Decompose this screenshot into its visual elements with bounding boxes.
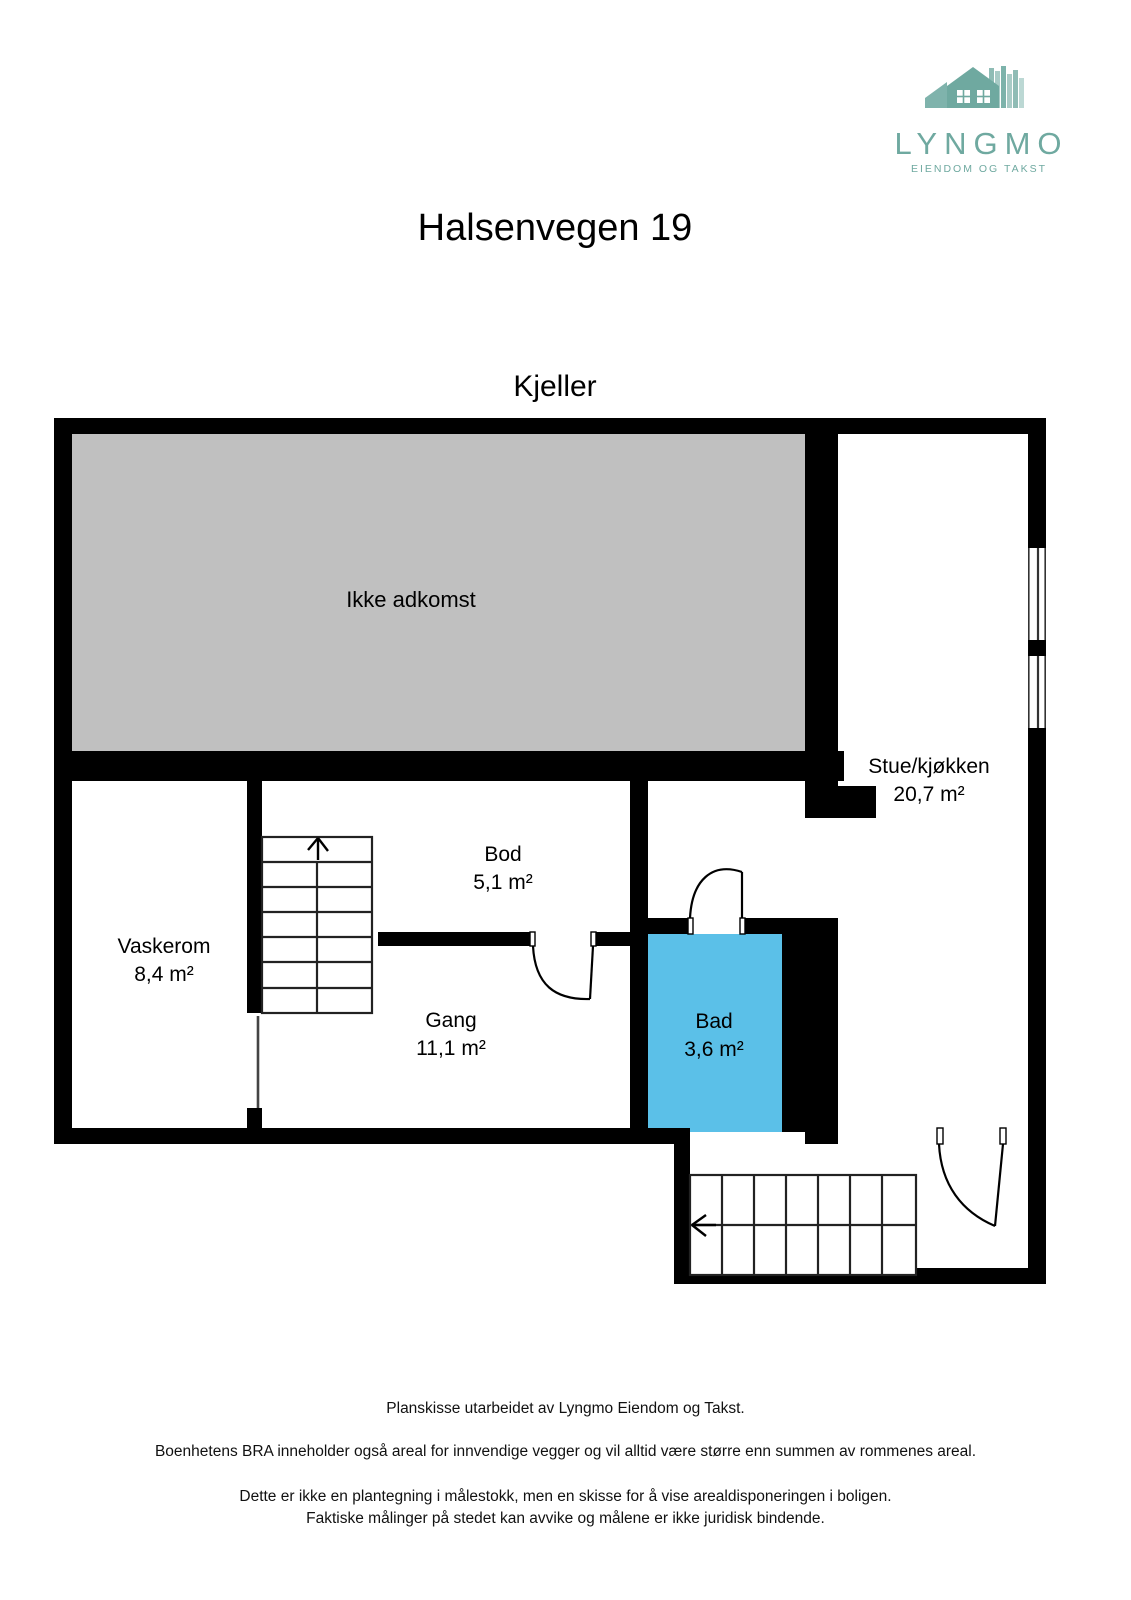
- wall-interior-horizontal-main: [54, 751, 844, 781]
- logo-tagline: EIENDOM OG TAKST: [910, 163, 1048, 175]
- wall-exterior-top: [54, 418, 1028, 434]
- wall-exterior-right-upper: [1028, 418, 1046, 548]
- arrow-up-icon: [307, 837, 329, 860]
- wall-vaskerom-gang-lower: [247, 1108, 262, 1130]
- door-entrance: [936, 1127, 1007, 1228]
- wall-exterior-right-lower: [1028, 728, 1046, 1283]
- room-vaskerom-fill: [72, 780, 257, 1132]
- footer-line-1: Planskisse utarbeidet av Lyngmo Eiendom …: [386, 1400, 745, 1417]
- wall-bod-bottom-right: [596, 932, 630, 946]
- door-bod: [529, 931, 597, 1001]
- arrow-left-icon: [691, 1214, 716, 1237]
- wall-gang-bad-upper: [630, 781, 648, 932]
- wall-stue-lower-left: [805, 918, 838, 1144]
- footer-line-3a: Dette er ikke en plantegning i målestokk…: [239, 1488, 892, 1505]
- wall-bad-right: [782, 934, 805, 1132]
- room-area-gang: 11,1 m²: [416, 1037, 486, 1060]
- company-logo: LYNGMO EIENDOM OG TAKST: [868, 62, 1088, 192]
- footer-disclaimer: Planskisse utarbeidet av Lyngmo Eiendom …: [0, 1398, 1131, 1530]
- room-area-vaskerom: 8,4 m²: [134, 963, 194, 986]
- wall-bod-bottom: [378, 932, 530, 946]
- stair-up: [260, 835, 374, 1015]
- room-area-bod: 5,1 m²: [473, 871, 533, 894]
- room-label-ikke-adkomst: Ikke adkomst: [346, 587, 476, 612]
- wall-bad-top-left: [630, 918, 688, 934]
- window-stue-upper: [1028, 548, 1046, 640]
- room-area-bad: 3,6 m²: [684, 1038, 744, 1061]
- wall-exterior-bottom-left: [54, 1128, 674, 1144]
- window-stue-lower: [1028, 656, 1046, 728]
- room-area-stue-kjokken: 20,7 m²: [893, 783, 964, 806]
- room-stue-kjokken-fill: [838, 430, 1028, 1139]
- room-label-gang: Gang: [425, 1009, 476, 1032]
- footer-line-3b: Faktiske målinger på stedet kan avvike o…: [306, 1510, 825, 1527]
- room-label-bod: Bod: [484, 843, 521, 866]
- house-icon: [925, 66, 1024, 108]
- wall-vaskerom-gang-upper: [247, 781, 262, 1013]
- room-label-vaskerom: Vaskerom: [118, 935, 211, 958]
- logo-wordmark: LYNGMO: [894, 126, 1069, 161]
- floor-title: Kjeller: [513, 370, 597, 403]
- room-bad-fill: [648, 934, 782, 1132]
- wall-interior-jog: [805, 786, 876, 818]
- room-label-stue-kjokken: Stue/kjøkken: [868, 755, 989, 778]
- room-ikke-adkomst-fill: [72, 430, 805, 751]
- wall-exterior-right-mid: [1028, 640, 1046, 656]
- room-label-bad: Bad: [695, 1010, 732, 1033]
- wall-bad-top-right: [745, 918, 805, 934]
- wall-stairwell-left: [674, 1128, 690, 1284]
- stair-down: [688, 1173, 918, 1277]
- page-title: Halsenvegen 19: [417, 207, 693, 249]
- footer-line-2: Boenhetens BRA inneholder også areal for…: [154, 1443, 977, 1460]
- door-bad: [687, 868, 746, 935]
- wall-bad-left: [630, 934, 648, 1132]
